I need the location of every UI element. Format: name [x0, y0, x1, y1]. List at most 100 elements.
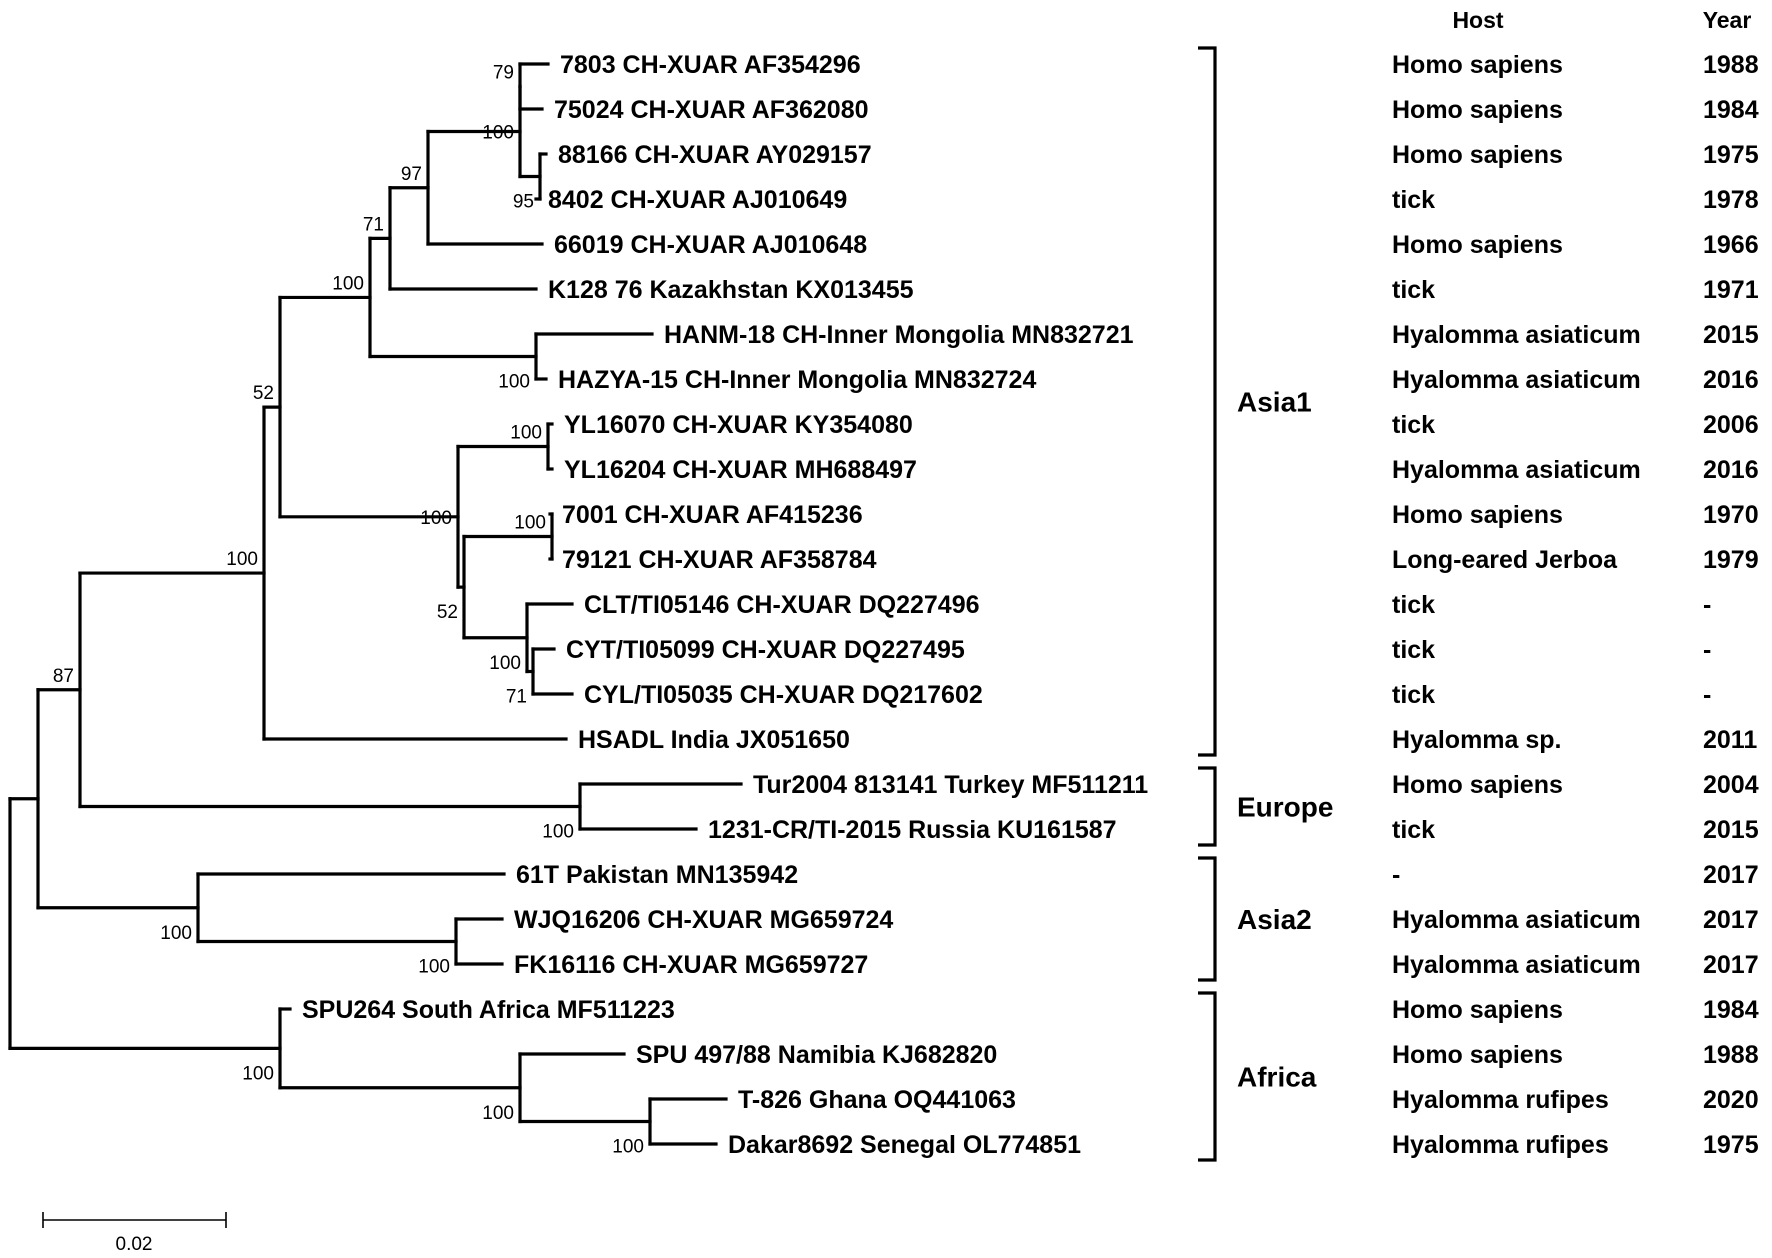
year-value: 1978	[1703, 186, 1759, 214]
year-value: 2006	[1703, 411, 1759, 439]
taxon-label: T-826 Ghana OQ441063	[738, 1086, 1016, 1114]
bootstrap-value: 100	[418, 957, 450, 978]
taxon-label: FK16116 CH-XUAR MG659727	[514, 951, 868, 979]
clade-bracket	[1198, 856, 1217, 982]
year-value: -	[1703, 591, 1711, 619]
taxon-label: Tur2004 813141 Turkey MF511211	[753, 771, 1148, 799]
host-value: Homo sapiens	[1392, 51, 1563, 79]
bootstrap-value: 100	[160, 923, 192, 944]
bootstrap-value: 100	[242, 1063, 274, 1084]
year-column: 1988198419751978196619712015201620062016…	[1703, 51, 1759, 1159]
taxon-label: 1231-CR/TI-2015 Russia KU161587	[708, 816, 1117, 844]
year-value: 2016	[1703, 366, 1759, 394]
host-value: Hyalomma asiaticum	[1392, 321, 1641, 349]
taxon-label: 66019 CH-XUAR AJ010648	[554, 231, 867, 259]
year-value: 2017	[1703, 951, 1759, 979]
year-value: 1984	[1703, 96, 1759, 124]
bootstrap-value: 100	[510, 423, 542, 444]
bootstrap-value: 100	[612, 1137, 644, 1158]
year-value: 1988	[1703, 1041, 1759, 1069]
year-value: 2015	[1703, 321, 1759, 349]
host-value: Hyalomma rufipes	[1392, 1086, 1609, 1114]
bootstrap-value: 100	[498, 372, 530, 393]
bootstrap-value: 52	[253, 383, 274, 404]
host-column-header: Host	[1452, 7, 1503, 33]
year-value: 2011	[1703, 726, 1757, 754]
year-value: 1984	[1703, 996, 1759, 1024]
bootstrap-value: 87	[53, 666, 74, 687]
taxon-label: Dakar8692 Senegal OL774851	[728, 1131, 1081, 1159]
bootstrap-value: 79	[493, 63, 514, 84]
taxon-label: K128 76 Kazakhstan KX013455	[548, 276, 914, 304]
tree-branches	[8, 62, 743, 1146]
year-value: 1966	[1703, 231, 1759, 259]
host-value: Hyalomma asiaticum	[1392, 366, 1641, 394]
year-value: 1970	[1703, 501, 1759, 529]
taxon-label: YL16070 CH-XUAR KY354080	[564, 411, 913, 439]
host-value: Homo sapiens	[1392, 996, 1563, 1024]
host-value: Long-eared Jerboa	[1392, 546, 1618, 574]
year-value: 2004	[1703, 771, 1759, 799]
taxon-label: 88166 CH-XUAR AY029157	[558, 141, 872, 169]
taxon-label: CYL/TI05035 CH-XUAR DQ217602	[584, 681, 983, 709]
bootstrap-value: 97	[401, 164, 422, 185]
taxon-label: 61T Pakistan MN135942	[516, 861, 798, 889]
host-value: tick	[1392, 681, 1435, 709]
clade-bracket	[1198, 991, 1217, 1162]
bootstrap-value: 100	[542, 822, 574, 843]
scale-bar: 0.02	[42, 1212, 227, 1255]
bootstrap-value: 71	[363, 214, 384, 235]
host-value: Hyalomma rufipes	[1392, 1131, 1609, 1159]
host-value: tick	[1392, 816, 1435, 844]
host-value: tick	[1392, 186, 1435, 214]
taxon-label: CYT/TI05099 CH-XUAR DQ227495	[566, 636, 965, 664]
taxon-label: 75024 CH-XUAR AF362080	[554, 96, 869, 124]
year-value: 2020	[1703, 1086, 1759, 1114]
host-value: Hyalomma sp.	[1392, 726, 1562, 754]
bootstrap-value: 100	[482, 1103, 514, 1124]
taxon-label: HANM-18 CH-Inner Mongolia MN832721	[664, 321, 1134, 349]
year-value: 2017	[1703, 861, 1759, 889]
taxon-labels: 7803 CH-XUAR AF354296 75024 CH-XUAR AF362…	[302, 51, 1148, 1159]
clade-label: Europe	[1237, 792, 1333, 823]
taxon-label: WJQ16206 CH-XUAR MG659724	[514, 906, 893, 934]
bootstrap-value: 100	[420, 508, 452, 529]
column-headers: Host Year	[1452, 7, 1751, 33]
clade-label: Asia1	[1237, 387, 1312, 418]
taxon-label: SPU264 South Africa MF511223	[302, 996, 675, 1024]
year-value: 1971	[1703, 276, 1759, 304]
host-value: tick	[1392, 591, 1435, 619]
host-value: Homo sapiens	[1392, 771, 1563, 799]
year-value: 1979	[1703, 546, 1759, 574]
year-value: 1975	[1703, 141, 1759, 169]
year-column-header: Year	[1703, 7, 1752, 33]
bootstrap-value: 100	[226, 549, 258, 570]
bootstrap-value: 100	[489, 653, 521, 674]
year-value: 2017	[1703, 906, 1759, 934]
host-value: Homo sapiens	[1392, 96, 1563, 124]
host-value: tick	[1392, 276, 1435, 304]
taxon-label: HSADL India JX051650	[578, 726, 850, 754]
scale-bar-label: 0.02	[116, 1234, 153, 1255]
bootstrap-value: 100	[514, 513, 546, 534]
taxon-label: HAZYA-15 CH-Inner Mongolia MN832724	[558, 366, 1036, 394]
host-value: Hyalomma asiaticum	[1392, 456, 1641, 484]
taxon-label: 79121 CH-XUAR AF358784	[562, 546, 877, 574]
year-value: -	[1703, 681, 1711, 709]
taxon-label: SPU 497/88 Namibia KJ682820	[636, 1041, 997, 1069]
taxon-label: 7803 CH-XUAR AF354296	[560, 51, 861, 79]
taxon-label: YL16204 CH-XUAR MH688497	[564, 456, 917, 484]
bootstrap-value: 52	[437, 602, 458, 623]
host-value: Homo sapiens	[1392, 141, 1563, 169]
clade-bracket	[1198, 766, 1217, 847]
host-value: Hyalomma asiaticum	[1392, 906, 1641, 934]
clade-label: Asia2	[1237, 904, 1312, 935]
taxon-label: 7001 CH-XUAR AF415236	[562, 501, 863, 529]
host-value: tick	[1392, 636, 1435, 664]
host-value: Homo sapiens	[1392, 1041, 1563, 1069]
host-value: tick	[1392, 411, 1435, 439]
year-value: 1988	[1703, 51, 1759, 79]
